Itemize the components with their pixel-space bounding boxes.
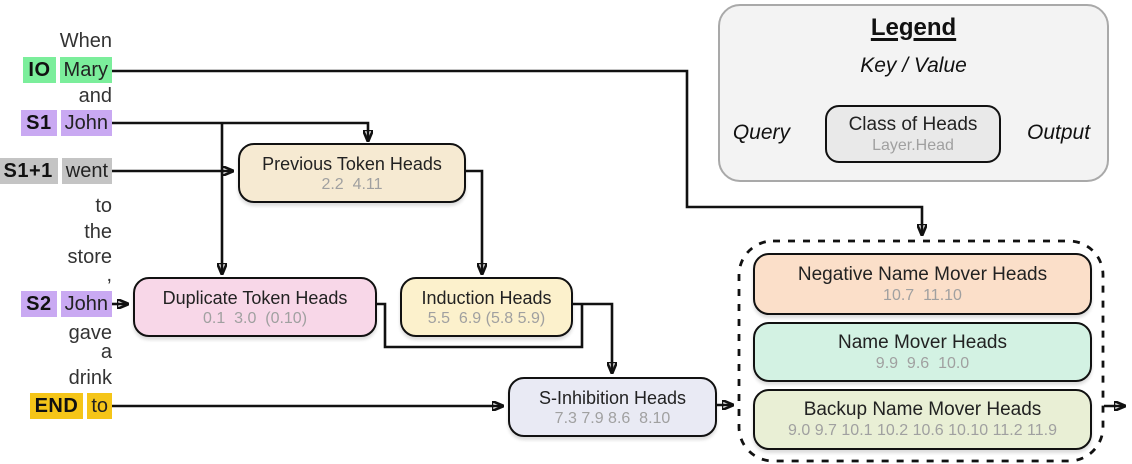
token-a: a (100, 341, 112, 363)
previous-token-heads-box: Previous Token Heads 2.2 4.11 (238, 143, 466, 203)
legend-layer-head-label: Layer.Head (872, 136, 954, 154)
token-drink: drink (68, 367, 112, 389)
previous-token-heads-list: 2.2 4.11 (321, 175, 383, 193)
token-to1: to (95, 195, 112, 217)
previous-token-heads-title: Previous Token Heads (262, 153, 442, 174)
token-the: the (84, 221, 112, 243)
legend-title: Legend (870, 14, 957, 41)
token-mary: Mary (59, 57, 112, 83)
token-row-store: store (0, 244, 112, 270)
duplicate-token-heads-list: 0.1 3.0 (0.10) (202, 309, 308, 327)
negative-name-mover-heads-box: Negative Name Mover Heads 10.7 11.10 (753, 253, 1092, 315)
token-row-drink: drink (0, 365, 112, 391)
arrow-s1-to-previous-token (112, 121, 368, 139)
name-mover-heads-title: Name Mover Heads (838, 331, 1007, 353)
token-row-s1plus1-went: S1+1 went (0, 158, 112, 184)
token-row-and: and (0, 83, 112, 109)
s-inhibition-heads-box: S-Inhibition Heads 7.3 7.9 8.6 8.10 (508, 377, 717, 437)
token-john-s2: John (60, 291, 112, 317)
token-row-when: When (0, 28, 112, 54)
legend-class-of-heads-box: Class of Heads Layer.Head (825, 105, 1001, 163)
induction-heads-title: Induction Heads (421, 287, 552, 308)
token-label-s1plus1: S1+1 (0, 158, 58, 184)
name-mover-heads-box: Name Mover Heads 9.9 9.6 10.0 (753, 322, 1092, 382)
token-row-s1-john: S1 John (0, 110, 112, 136)
backup-name-mover-heads-list: 9.0 9.7 10.1 10.2 10.6 10.10 11.2 11.9 (788, 422, 1057, 439)
token-john-s1: John (60, 110, 112, 136)
token-when: When (59, 30, 112, 52)
token-went: went (61, 158, 112, 184)
negative-name-mover-heads-title: Negative Name Mover Heads (797, 263, 1048, 285)
token-row-end-to: END to (0, 393, 112, 419)
token-comma: , (106, 264, 112, 286)
s-inhibition-heads-list: 7.3 7.9 8.6 8.10 (554, 409, 671, 427)
induction-heads-box: Induction Heads 5.5 6.9 (5.8 5.9) (400, 277, 573, 337)
token-row-to1: to (0, 193, 112, 219)
token-row-s2-john: S2 John (0, 291, 112, 317)
duplicate-token-heads-box: Duplicate Token Heads 0.1 3.0 (0.10) (133, 277, 377, 337)
backup-name-mover-heads-box: Backup Name Mover Heads 9.0 9.7 10.1 10.… (753, 389, 1092, 450)
token-row-the: the (0, 219, 112, 245)
token-row-gave: gave (0, 320, 112, 346)
token-row-comma: , (0, 262, 112, 288)
legend-panel: Legend Key / Value Query Class of Heads … (718, 4, 1109, 182)
induction-heads-list: 5.5 6.9 (5.8 5.9) (427, 309, 546, 327)
token-gave: gave (68, 322, 112, 344)
duplicate-token-heads-title: Duplicate Token Heads (162, 287, 348, 308)
token-label-s2: S2 (21, 291, 57, 317)
legend-class-of-heads-title: Class of Heads (848, 113, 978, 135)
legend-key-value-label: Key / Value (860, 54, 967, 77)
token-row-a: a (0, 339, 112, 365)
s-inhibition-heads-title: S-Inhibition Heads (538, 387, 687, 408)
negative-name-mover-heads-list: 10.7 11.10 (883, 286, 962, 304)
legend-query-label: Query (732, 121, 790, 144)
arrow-induction-to-s-inhibition (568, 302, 612, 371)
token-label-end: END (29, 393, 84, 419)
legend-output-label: Output (1027, 121, 1091, 144)
token-store: store (67, 246, 112, 268)
backup-name-mover-heads-title: Backup Name Mover Heads (803, 399, 1042, 420)
token-label-s1: S1 (21, 110, 57, 136)
token-row-io-mary: IO Mary (0, 57, 112, 83)
token-to-end: to (87, 393, 112, 419)
name-mover-heads-list: 9.9 9.6 10.0 (875, 354, 970, 372)
token-label-io: IO (23, 57, 56, 83)
token-and: and (78, 85, 112, 107)
